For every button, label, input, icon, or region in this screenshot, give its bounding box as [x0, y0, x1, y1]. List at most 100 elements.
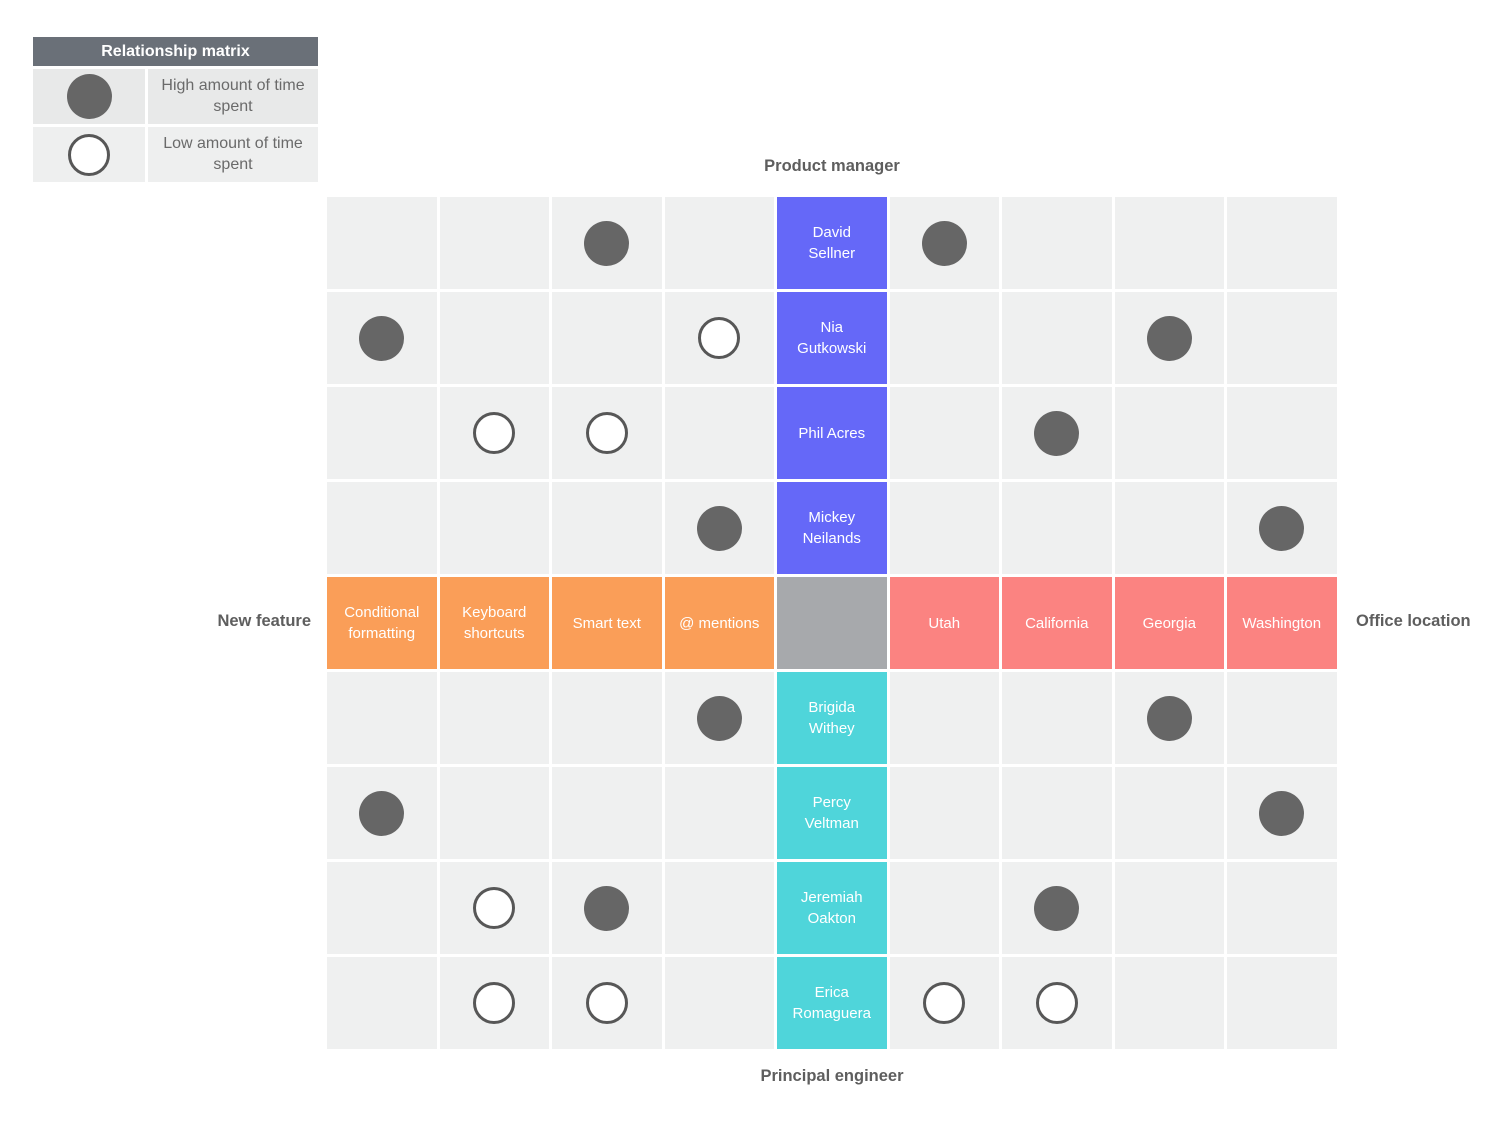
location-header-cell: Utah [889, 577, 999, 669]
high-time-circle-icon [359, 315, 405, 361]
product-manager-name-cell: Mickey Neilands [777, 482, 887, 574]
matrix-cell [1114, 672, 1224, 764]
matrix-cell [327, 672, 437, 764]
matrix-cell [1227, 292, 1337, 384]
matrix-cell [439, 862, 549, 954]
location-header-cell: California [1002, 577, 1112, 669]
matrix-cell [439, 767, 549, 859]
matrix-cell [1114, 767, 1224, 859]
high-time-circle-icon [1259, 790, 1305, 836]
matrix-cell [439, 387, 549, 479]
matrix-cell [1227, 767, 1337, 859]
legend-label-high: High amount of time spent [148, 69, 318, 124]
matrix-cell [889, 957, 999, 1049]
principal-engineer-name-cell: Jeremiah Oakton [777, 862, 887, 954]
matrix-cell [1114, 197, 1224, 289]
matrix-cell [664, 672, 774, 764]
matrix-cell [552, 482, 662, 574]
matrix-cell [1227, 482, 1337, 574]
low-time-circle-icon [473, 982, 516, 1024]
high-time-circle-icon [1259, 505, 1305, 551]
matrix-cell [1227, 672, 1337, 764]
low-time-circle-icon [473, 887, 516, 929]
feature-header-cell: @ mentions [664, 577, 774, 669]
matrix-cell [889, 767, 999, 859]
matrix-cell [1227, 957, 1337, 1049]
matrix-cell [1227, 197, 1337, 289]
product-manager-name-cell: Nia Gutkowski [777, 292, 887, 384]
high-time-circle-icon [696, 695, 742, 741]
bottom-axis-label: Principal engineer [760, 1067, 904, 1085]
matrix-cell [327, 387, 437, 479]
matrix-cell [552, 387, 662, 479]
left-axis-label: New feature [217, 612, 311, 630]
matrix-cell [327, 862, 437, 954]
matrix-cell [1002, 292, 1112, 384]
matrix-cell [552, 197, 662, 289]
matrix-cell [1002, 957, 1112, 1049]
matrix-cell [327, 767, 437, 859]
matrix-cell [1002, 767, 1112, 859]
matrix-cell [552, 862, 662, 954]
matrix-cell [664, 292, 774, 384]
matrix-cell [439, 197, 549, 289]
right-axis-label: Office location [1356, 612, 1471, 630]
low-time-circle-icon [585, 412, 628, 454]
matrix-cell [439, 482, 549, 574]
matrix-cell [552, 767, 662, 859]
matrix-cell [664, 482, 774, 574]
high-time-circle-icon [921, 220, 967, 266]
high-time-circle-icon [1034, 885, 1080, 931]
legend-row-low: Low amount of time spent [33, 127, 318, 182]
matrix-cell [552, 957, 662, 1049]
matrix-cell [1002, 672, 1112, 764]
matrix-cell [889, 197, 999, 289]
low-time-circle-icon [1035, 982, 1078, 1024]
matrix-cell [1002, 387, 1112, 479]
legend-swatch-low [33, 127, 145, 182]
matrix-cell [889, 292, 999, 384]
high-time-circle-icon [584, 885, 630, 931]
legend-swatch-high [33, 69, 145, 124]
feature-header-cell: Smart text [552, 577, 662, 669]
matrix-cell [327, 197, 437, 289]
low-time-circle-icon [473, 412, 516, 454]
principal-engineer-name-cell: Erica Romaguera [777, 957, 887, 1049]
feature-header-cell: Conditional formatting [327, 577, 437, 669]
matrix-cell [889, 862, 999, 954]
matrix-cell [1002, 862, 1112, 954]
location-header-cell: Washington [1227, 577, 1337, 669]
high-time-circle-icon [696, 505, 742, 551]
legend-row-high: High amount of time spent [33, 69, 318, 124]
high-time-circle-icon [584, 220, 630, 266]
high-time-circle-icon [1146, 315, 1192, 361]
product-manager-name-cell: Phil Acres [777, 387, 887, 479]
low-time-circle-icon [698, 317, 741, 359]
high-time-circle-icon [1146, 695, 1192, 741]
legend: Relationship matrix High amount of time … [33, 37, 318, 182]
matrix-cell [664, 197, 774, 289]
matrix-cell [1114, 862, 1224, 954]
legend-label-low: Low amount of time spent [148, 127, 318, 182]
low-time-circle-icon [585, 982, 628, 1024]
legend-title: Relationship matrix [33, 37, 318, 66]
matrix-cell [889, 387, 999, 479]
matrix-cell [1114, 957, 1224, 1049]
matrix-cell [439, 292, 549, 384]
high-time-circle-icon [1034, 410, 1080, 456]
matrix-cell [552, 672, 662, 764]
matrix-cell [327, 957, 437, 1049]
matrix-cell [1114, 387, 1224, 479]
matrix-cell [327, 292, 437, 384]
top-axis-label: Product manager [764, 157, 900, 175]
matrix-cell [1114, 292, 1224, 384]
principal-engineer-name-cell: Brigida Withey [777, 672, 887, 764]
matrix-cell [1002, 197, 1112, 289]
matrix-cell [1227, 387, 1337, 479]
low-time-circle-icon [923, 982, 966, 1024]
matrix-cell [889, 672, 999, 764]
matrix-cell [1227, 862, 1337, 954]
matrix-cell [552, 292, 662, 384]
matrix-cell [439, 672, 549, 764]
